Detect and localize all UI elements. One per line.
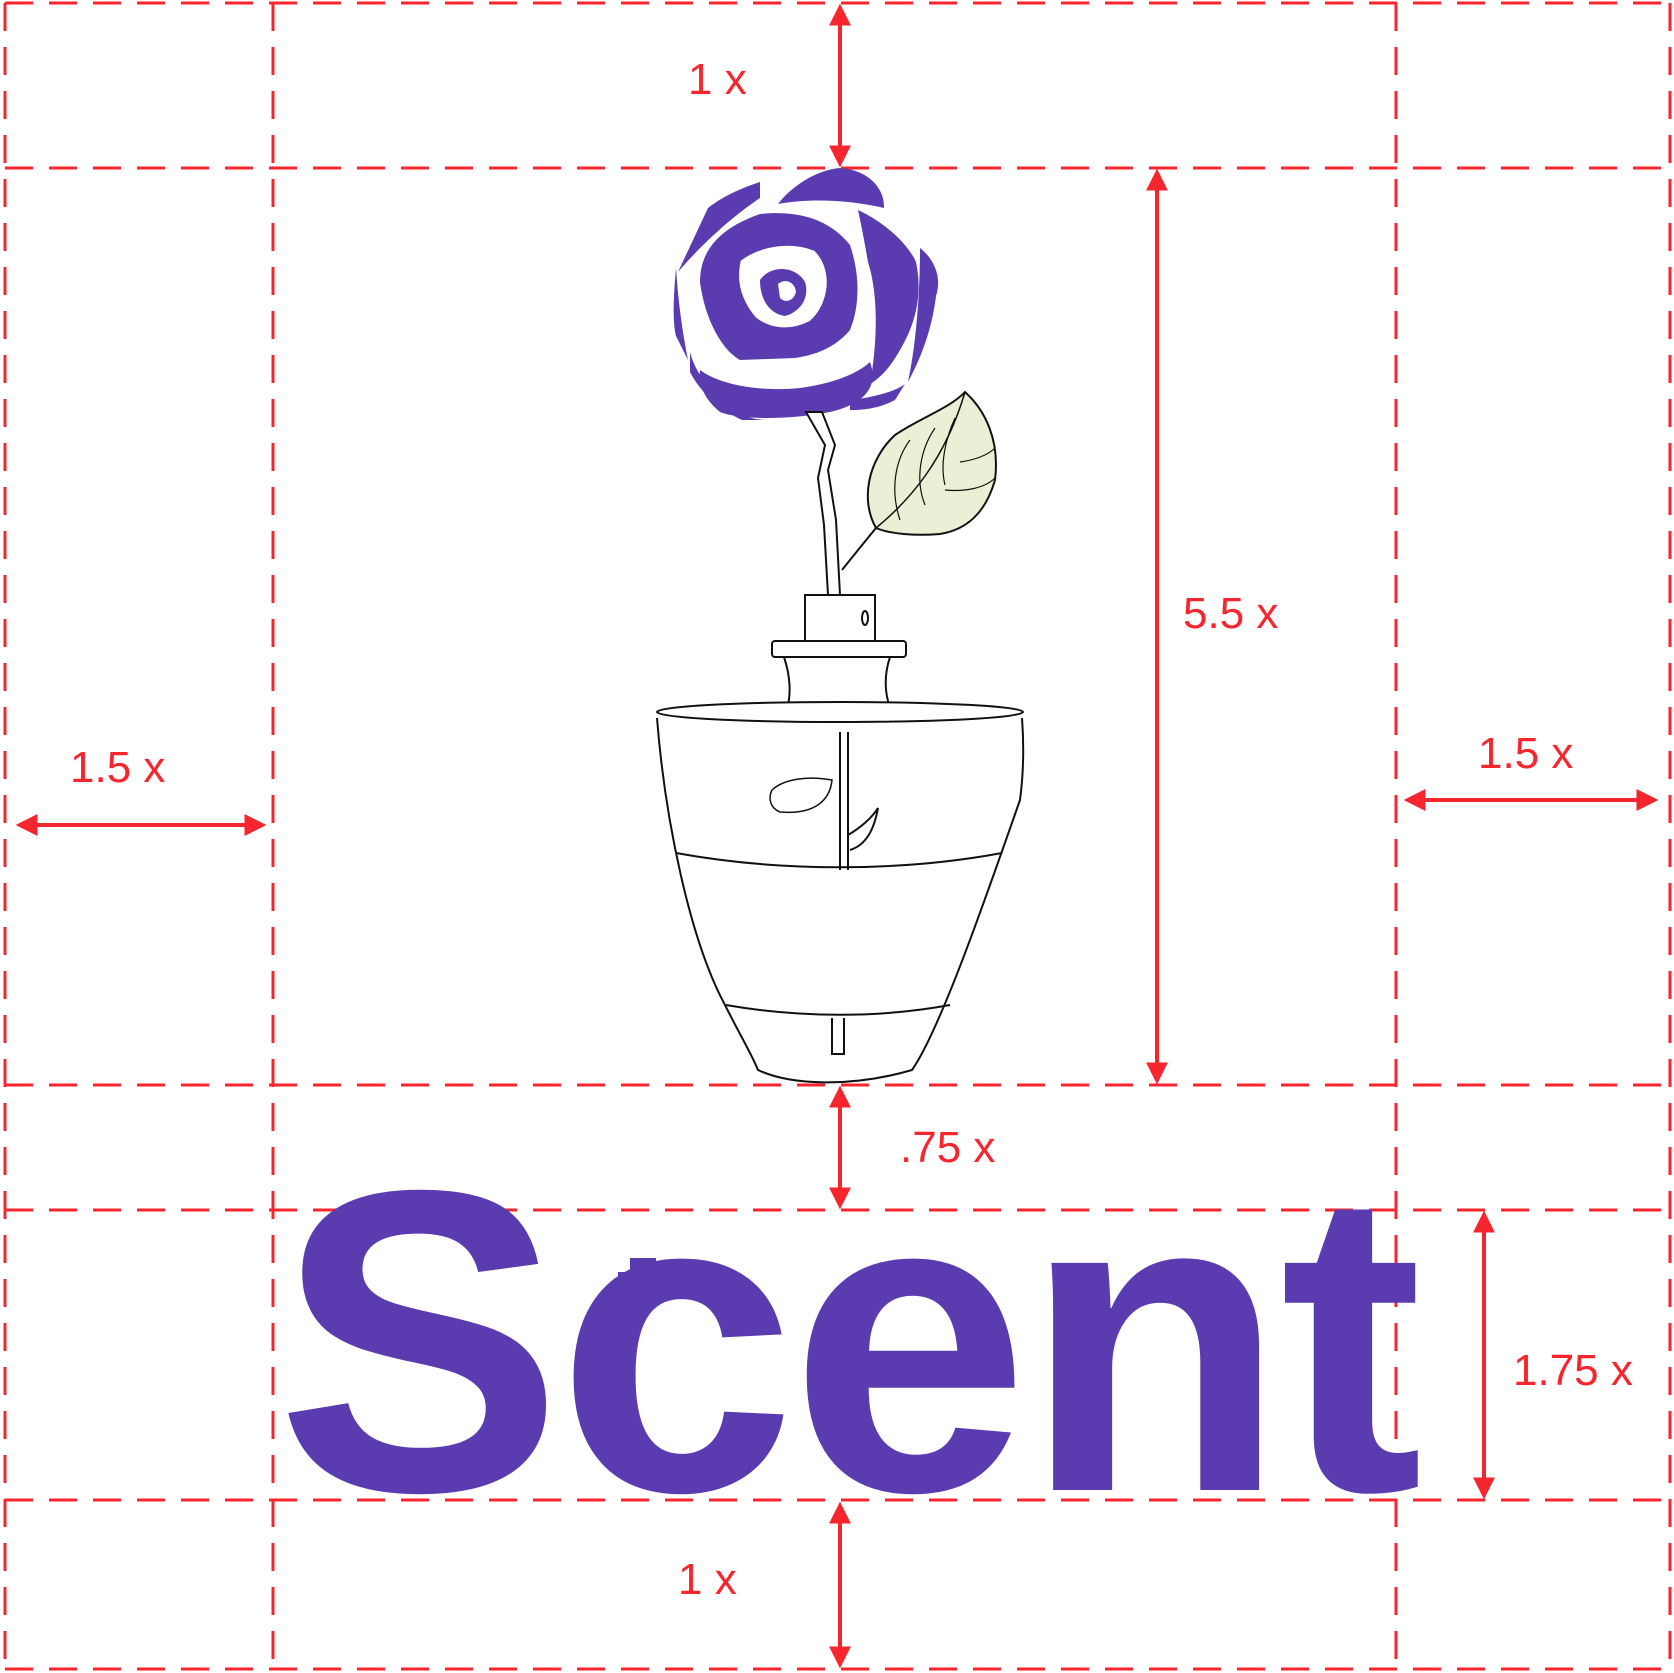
rose-icon	[656, 168, 1025, 1084]
rose-leaf	[841, 390, 997, 571]
bottle-body	[656, 701, 1025, 1084]
dimension-arrows	[15, 3, 1659, 1669]
rose-head	[673, 168, 939, 420]
top-margin-label: 1 x	[688, 55, 747, 104]
left-margin-label: 1.5 x	[70, 743, 165, 792]
wordmark-text: Scent	[276, 1102, 1421, 1582]
cent-mark-icon	[618, 1258, 668, 1290]
bottom-margin-label: 1 x	[678, 1555, 737, 1604]
guide-grid	[3, 1, 1672, 1671]
bottle-cap	[771, 594, 907, 713]
rose-stem	[804, 411, 842, 596]
right-margin-label: 1.5 x	[1478, 729, 1573, 778]
gap-label: .75 x	[900, 1123, 995, 1172]
wordmark-height-label: 1.75 x	[1513, 1346, 1633, 1395]
icon-height-label: 5.5 x	[1183, 589, 1278, 638]
